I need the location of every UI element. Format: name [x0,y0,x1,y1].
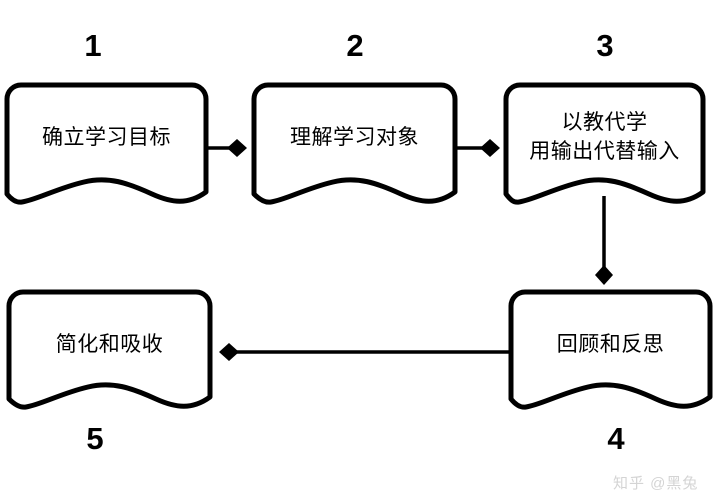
connector-2-to-3-diamond-icon [480,139,500,157]
connector-3-to-4-diamond-icon [595,265,613,285]
step-number-3: 3 [596,28,614,63]
step-number-5: 5 [86,421,104,456]
node-1-shape[interactable] [4,82,209,205]
node-4-shape[interactable] [508,289,713,410]
node-5-shape[interactable] [6,289,213,410]
node-2-shape[interactable] [251,82,458,205]
watermark: 知乎 @黑兔 [613,475,699,492]
connector-4-to-5-diamond-icon [219,343,239,361]
step-number-4: 4 [607,421,625,456]
node-3-shape[interactable] [503,82,706,205]
step-number-2: 2 [346,28,364,63]
connector-1-to-2-diamond-icon [227,139,247,157]
step-number-1: 1 [84,28,102,63]
